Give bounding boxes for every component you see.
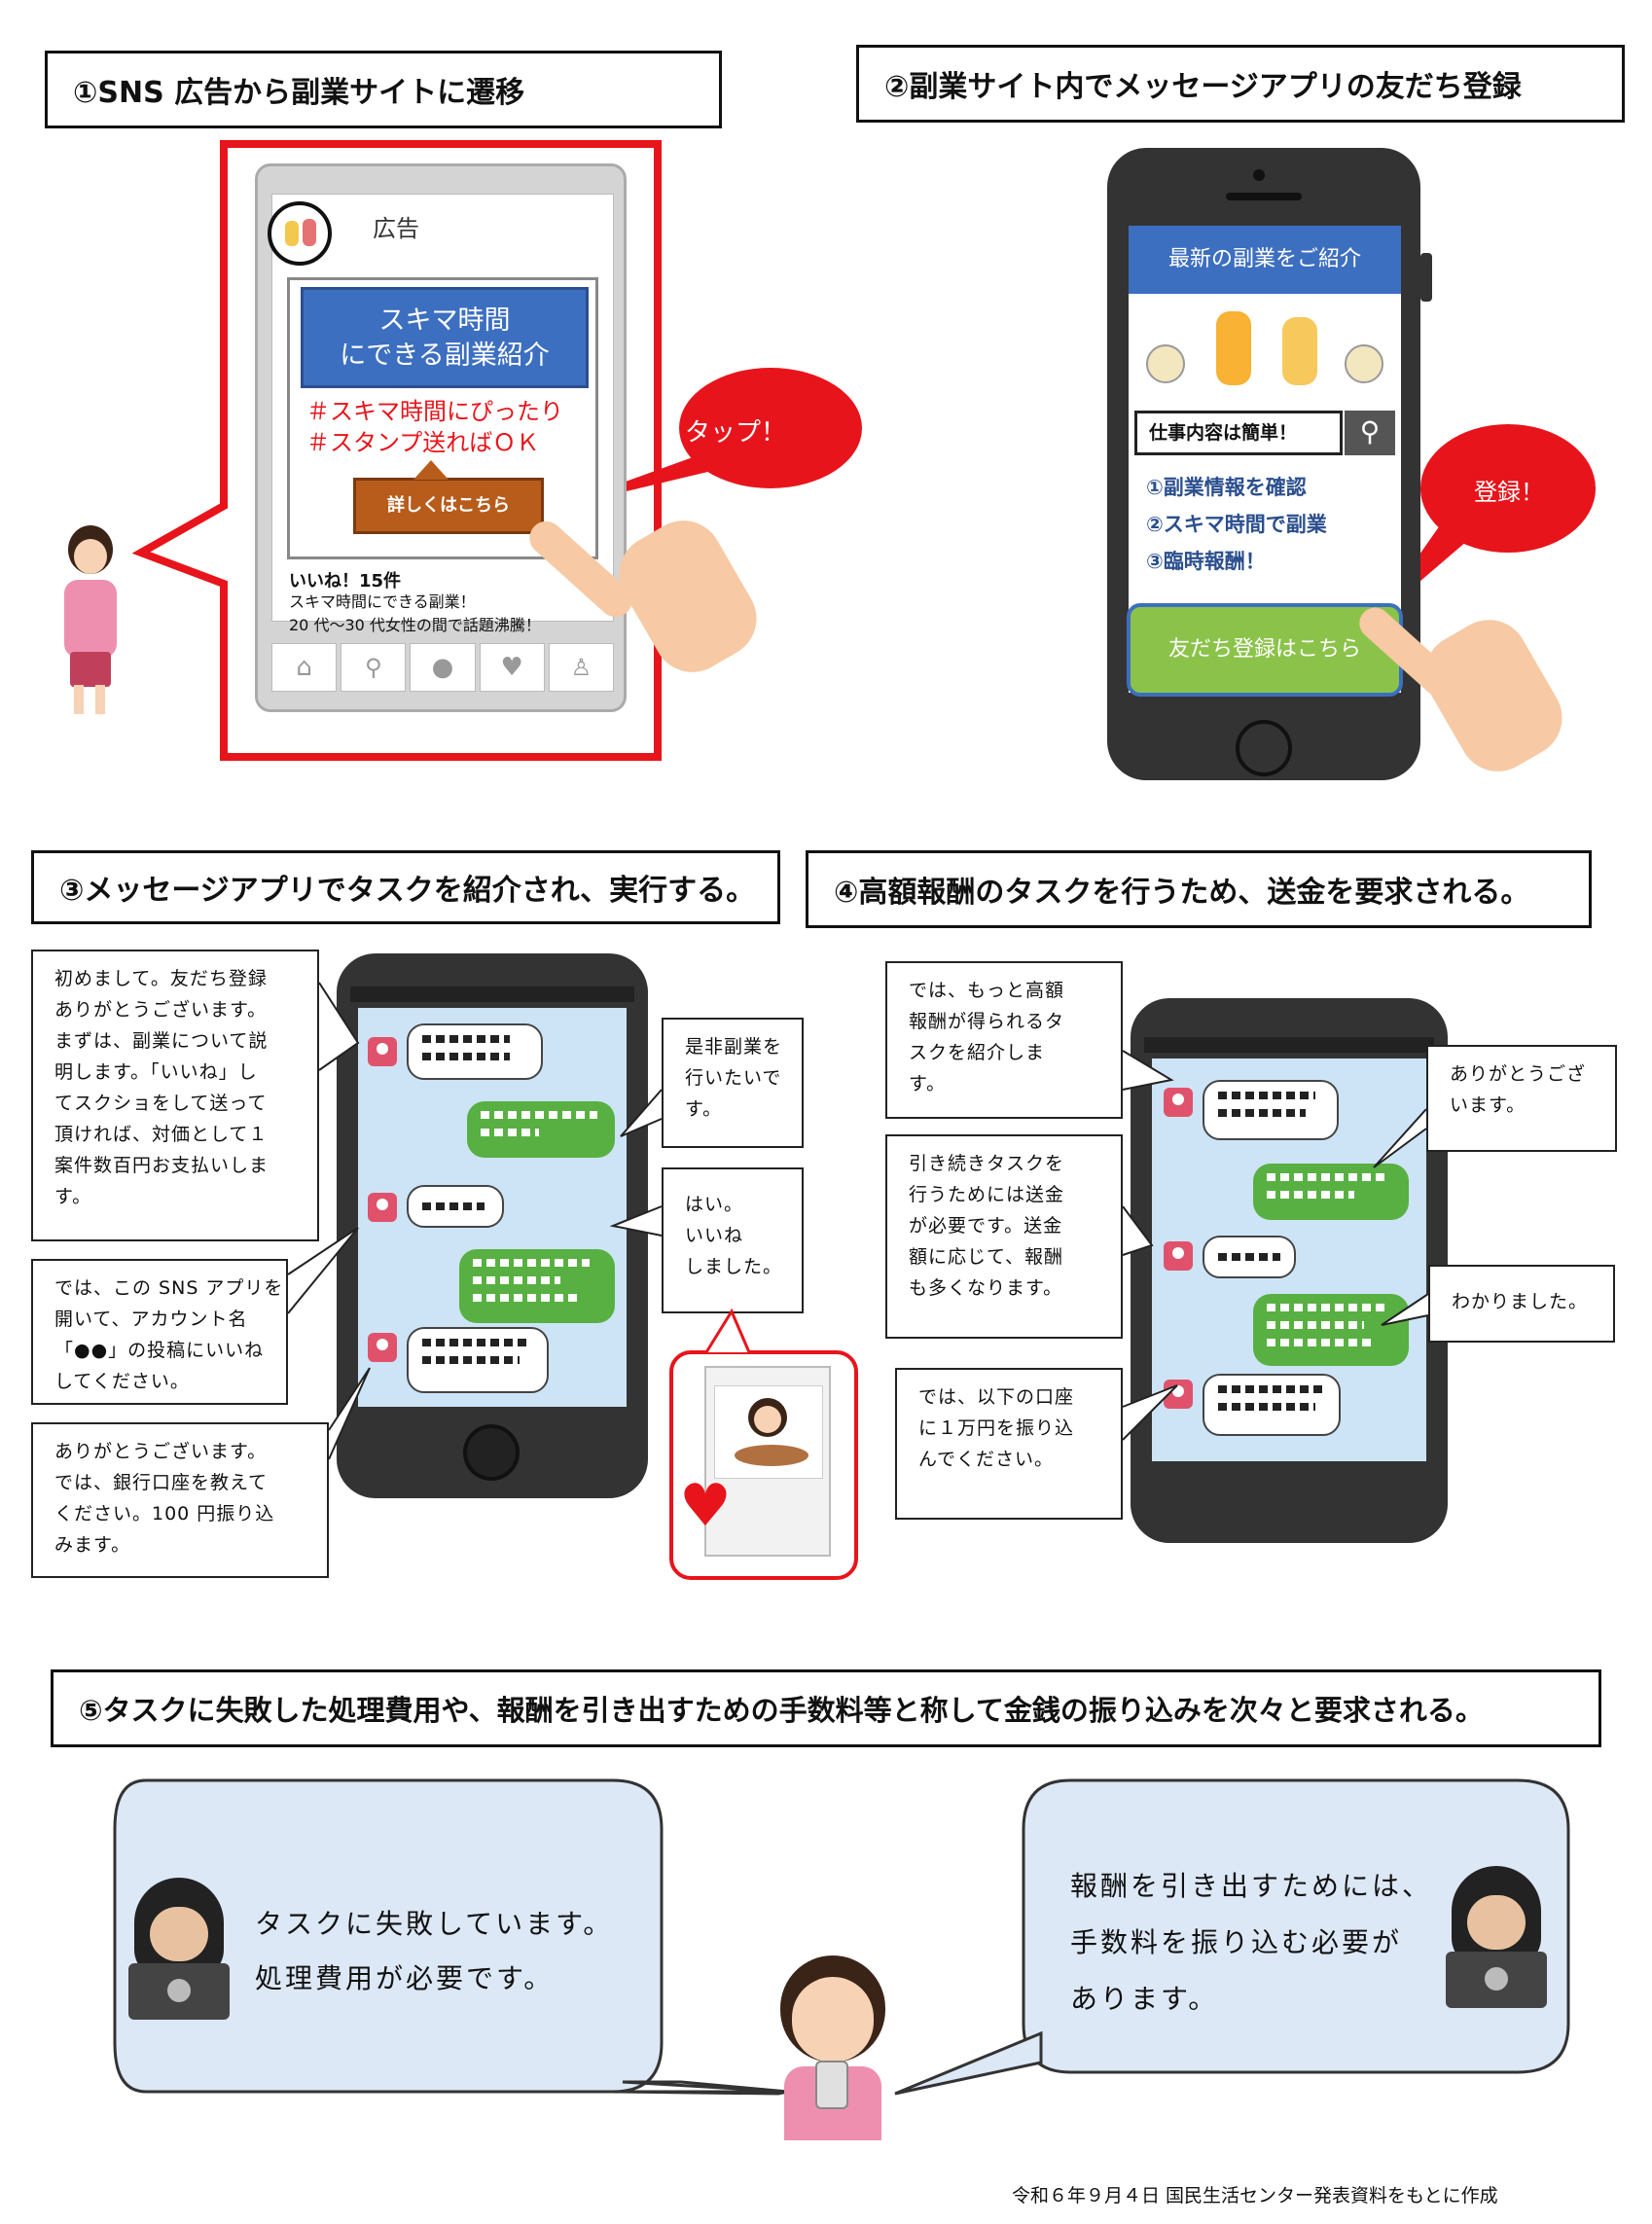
celebration-illustration [1146,311,1383,389]
search-icon[interactable]: ⚲ [1345,411,1395,455]
step5-speech-bubbles [113,1778,1570,2096]
step3-title: ③メッセージアプリでタスクを紹介され、実行する。 [31,850,780,924]
home-button[interactable] [463,1424,520,1481]
home-button[interactable] [1236,720,1292,776]
step2-phone: 最新の副業をご紹介 仕事内容は簡単！ ⚲ ①副業情報を確認 ②スキマ時間で副業 … [1107,148,1420,780]
reply-note-1: 是非副業を行いたいです。 [662,1018,804,1148]
reply-note-3: ありがとうございます。 [1426,1045,1617,1152]
side-button [1420,253,1432,302]
sns-post-image [714,1385,823,1479]
scammer-avatar [368,1037,397,1066]
chat-bubble-reply [459,1249,615,1323]
scam-note-6: では、以下の口座に１万円を振り込んでください。 [895,1368,1123,1520]
chat-bubble [1203,1080,1339,1140]
chat-bubble-reply [1253,1294,1409,1366]
worried-woman-illustration [774,1955,891,2140]
chat-bubble [1203,1374,1341,1436]
step1-phone: 広告 スキマ時間 にできる副業紹介 ＃スキマ時間にぴったり ＃スタンプ送ればＯＫ… [255,163,627,712]
camera-icon [1253,169,1265,181]
detail-button-arrow [413,460,449,480]
post-caption: スキマ時間にできる副業！ 20 代～30 代女性の間で話題沸騰！ [289,592,541,634]
search-icon[interactable]: ⚲ [341,643,407,692]
scam-note-1: 初めまして。友だち登録ありがとうございます。まずは、副業について説明します。「い… [31,950,319,1241]
profile-icon[interactable]: ♙ [548,643,615,692]
sns-screenshot-frame: ♥ [669,1350,858,1580]
register-bubble-text: 登録！ [1474,479,1544,506]
scam-note-5: 引き続きタスクを行うためには送金が必要です。送金額に応じて、報酬も多くなります。 [885,1134,1123,1339]
scammer-avatar [1164,1088,1193,1117]
heart-icon: ♥ [679,1472,732,1540]
likes-count: いいね！15件 [289,571,402,592]
scammer-avatar [368,1193,397,1222]
left-speech-text: タスクに失敗しています。 処理費用が必要です。 [255,1908,614,1994]
search-field[interactable]: 仕事内容は簡単！ [1134,411,1343,455]
home-icon[interactable]: ⌂ [271,643,338,692]
advertiser-avatar [268,201,332,266]
chat-bubble-reply [467,1101,615,1158]
heart-icon[interactable]: ♥ [479,643,545,692]
chat-bubble [407,1327,549,1393]
scam-note-4: では、もっと高額報酬が得られるタスクを紹介します。 [885,961,1123,1119]
woman-illustration [56,525,125,720]
reply-note-2: はい。いいねしました。 [662,1167,804,1313]
bottom-nav: ⌂ ⚲ ● ♥ ♙ [271,643,615,692]
hooded-scammer-illustration [128,1878,230,2024]
ad-hashtags: ＃スキマ時間にぴったり ＃スタンプ送ればＯＫ [306,398,563,456]
step1-title: ①SNS 広告から副業サイトに遷移 [45,51,722,128]
chat-bubble [407,1023,543,1080]
site-header: 最新の副業をご紹介 [1129,226,1401,294]
scam-note-3: ありがとうございます。では、銀行口座を教えてください。100 円振り込みます。 [31,1422,329,1578]
chat-bubble [1203,1236,1296,1278]
step2-title: ②副業サイト内でメッセージアプリの友だち登録 [856,45,1625,123]
scammer-avatar [1164,1241,1193,1271]
step4-title: ④高額報酬のタスクを行うため、送金を要求される。 [806,850,1592,928]
step5-title: ⑤タスクに失敗した処理費用や、報酬を引き出すための手数料等と称して金銭の振り込み… [51,1669,1601,1747]
hooded-scammer-illustration-2 [1446,1866,1547,2012]
ad-banner: スキマ時間 にできる副業紹介 [301,287,589,388]
ad-label: 広告 [373,215,419,242]
circle-icon[interactable]: ● [410,643,476,692]
speaker-slot [1226,193,1302,200]
tap-bubble-text: タップ！ [685,418,787,448]
chat-bubble-reply [1253,1164,1409,1220]
step3-phone [337,953,648,1498]
step4-phone [1131,998,1448,1543]
scammer-avatar [368,1333,397,1362]
detail-button[interactable]: 詳しくはこちら [353,478,544,534]
step3-connectors [287,982,751,1460]
scam-note-2: では、この SNS アプリを開いて、アカウント名「●●」の投稿にいいねしてくださ… [31,1259,288,1405]
reply-note-4: わかりました。 [1428,1265,1615,1343]
step4-connectors [1122,1050,1429,1441]
chat-bubble [407,1185,504,1228]
source-footer: 令和６年９月４日 国民生活センター発表資料をもとに作成 [1012,2185,1498,2206]
right-speech-text: 報酬を引き出すためには、 手数料を振り込む必要が あります。 [1070,1870,1433,2015]
feature-list: ①副業情報を確認 ②スキマ時間で副業 ③臨時報酬！ [1146,476,1327,573]
register-button[interactable]: 友だち登録はこちら [1127,603,1403,697]
